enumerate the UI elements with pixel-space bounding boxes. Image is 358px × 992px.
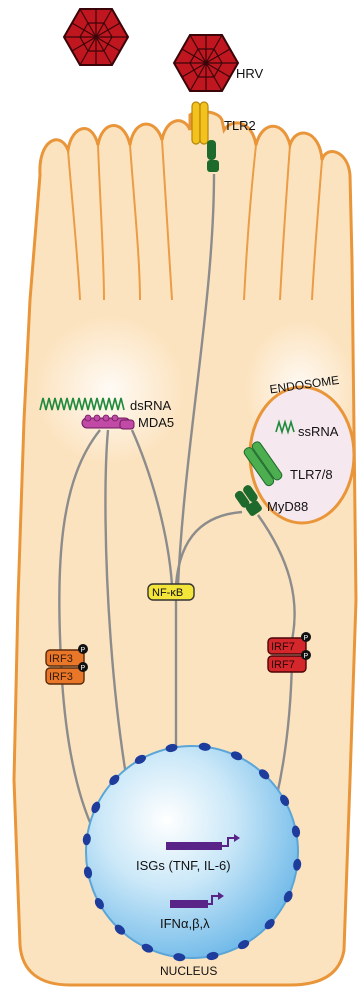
nfkb-label: NF-κB — [152, 587, 183, 599]
irf3-top-label: IRF3 — [49, 653, 73, 665]
phospho-label: P — [304, 653, 309, 660]
tlr2-label: TLR2 — [224, 118, 256, 133]
myd88-label: MyD88 — [267, 499, 308, 514]
nfkb-box: NF-κB — [148, 584, 194, 600]
hrv-label: HRV — [236, 66, 264, 81]
nucleus-label: NUCLEUS — [160, 964, 217, 978]
phospho-label: P — [81, 665, 86, 672]
irf3-bottom-label: IRF3 — [49, 671, 73, 683]
ssrna-label: ssRNA — [298, 424, 339, 439]
mda5-label: MDA5 — [138, 415, 174, 430]
irf7-bottom-label: IRF7 — [271, 659, 295, 671]
tlr78-label: TLR7/8 — [290, 467, 333, 482]
hrv-virus — [64, 9, 128, 65]
hrv-virus — [174, 35, 238, 91]
ifn-label: IFNα,β,λ — [160, 916, 210, 931]
irf3-dimer: IRF3 IRF3 P P — [46, 644, 88, 684]
phospho-label: P — [81, 647, 86, 654]
isgs-label: ISGs (TNF, IL-6) — [136, 858, 231, 873]
phospho-label: P — [304, 635, 309, 642]
irf7-dimer: IRF7 IRF7 P P — [268, 632, 311, 672]
irf7-top-label: IRF7 — [271, 641, 295, 653]
cytoplasm-glow — [35, 315, 185, 465]
dsrna-label: dsRNA — [130, 398, 172, 413]
